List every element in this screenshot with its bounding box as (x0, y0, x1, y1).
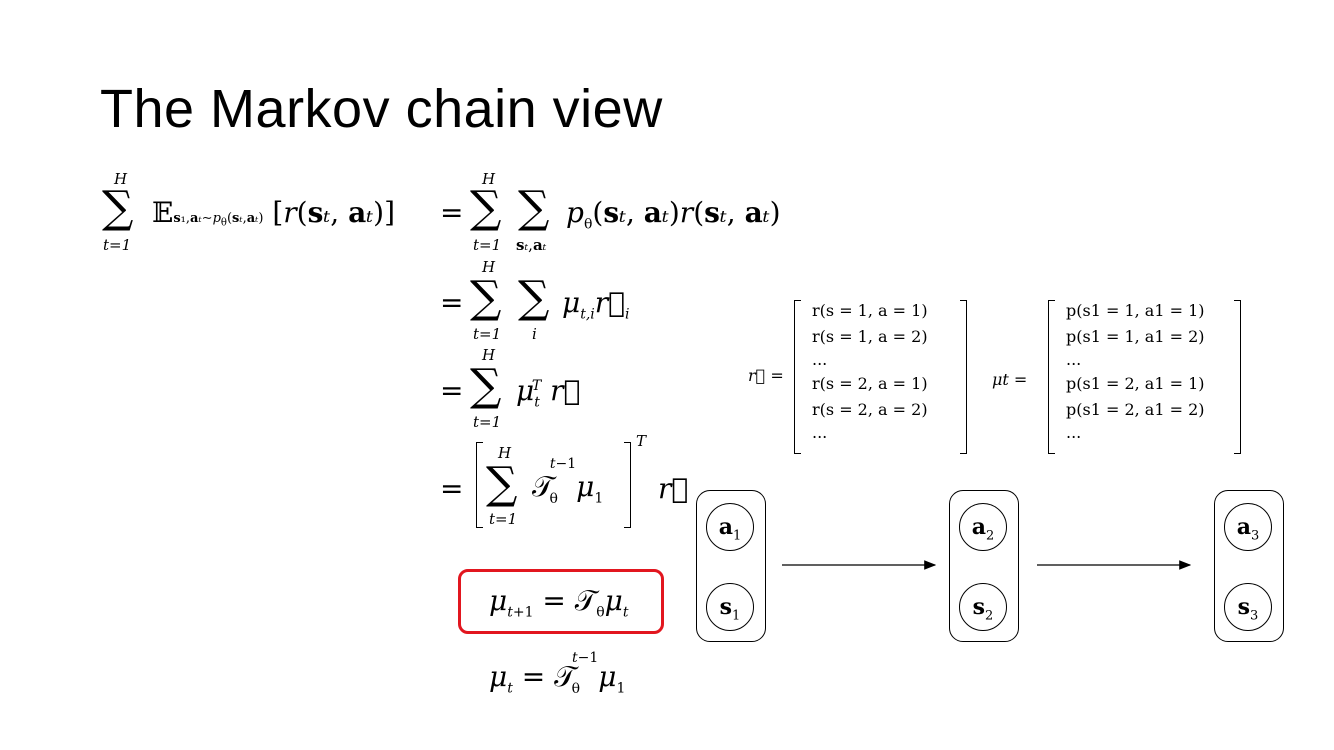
vector-mu-entry: p(s1 = 2, a1 = 2) (1066, 399, 1205, 419)
vector-r-right-bracket (960, 300, 967, 454)
vector-mu-label: μt = (992, 370, 1028, 389)
state-node-3: s3 (1224, 583, 1272, 631)
timestep-1-group: a1 s1 (696, 490, 766, 642)
vector-r-entry: r(s = 2, a = 2) (812, 399, 928, 419)
state-node-1: s1 (706, 583, 754, 631)
equation-line-4: = H ∑ t=1 𝒯θt−1μ1 T r⃗ (440, 432, 689, 528)
equation-line-1-lhs: H ∑ t=1 𝔼s₁,aₜ∼pθ(sₜ,aₜ) [r(sₜ, aₜ)] (102, 170, 395, 254)
equation-line-1-rhs: = H ∑ t=1 ∑ sₜ,aₜ pθ(sₜ, aₜ)r(sₜ, aₜ) (440, 170, 781, 254)
action-node-3: a3 (1224, 503, 1272, 551)
vector-r-entry: r(s = 1, a = 2) (812, 326, 928, 346)
vector-r-entry: r(s = 1, a = 1) (812, 301, 928, 320)
vector-mu-entry: p(s1 = 2, a1 = 1) (1066, 374, 1205, 393)
highlight-box (458, 569, 664, 634)
equation-line-3: = H ∑ t=1 μtT r⃗ (440, 346, 581, 431)
equation-line-2: = H ∑ t=1 ∑ i μt,ir⃗i (440, 258, 630, 343)
action-node-2: a2 (959, 503, 1007, 551)
vector-r-left-bracket (794, 300, 801, 454)
vector-mu-left-bracket (1048, 300, 1055, 454)
vector-r-entry: ... (812, 350, 828, 369)
vector-mu-entries: p(s1 = 1, a1 = 1) p(s1 = 1, a1 = 2) ... … (1066, 298, 1205, 444)
vector-mu-entry: p(s1 = 1, a1 = 2) (1066, 326, 1205, 346)
action-node-1: a1 (706, 503, 754, 551)
vector-r-label: r⃗ = (748, 366, 784, 385)
slide-title: The Markov chain view (100, 79, 663, 139)
state-node-2: s2 (959, 583, 1007, 631)
vector-r-entry: ... (812, 423, 828, 442)
timestep-3-group: a3 s3 (1214, 490, 1284, 642)
vector-mu-entry: ... (1066, 350, 1082, 369)
highlighted-equation: μt+1 = 𝒯θμt (489, 584, 629, 621)
closed-form-equation: μt = 𝒯θt−1μ1 (489, 649, 626, 697)
timestep-2-group: a2 s2 (949, 490, 1019, 642)
vector-mu-entry: ... (1066, 423, 1082, 442)
vector-mu-right-bracket (1234, 300, 1241, 454)
vector-mu-entry: p(s1 = 1, a1 = 1) (1066, 301, 1205, 320)
vector-r-entry: r(s = 2, a = 1) (812, 374, 928, 393)
vector-r-entries: r(s = 1, a = 1) r(s = 1, a = 2) ... r(s … (812, 298, 928, 444)
